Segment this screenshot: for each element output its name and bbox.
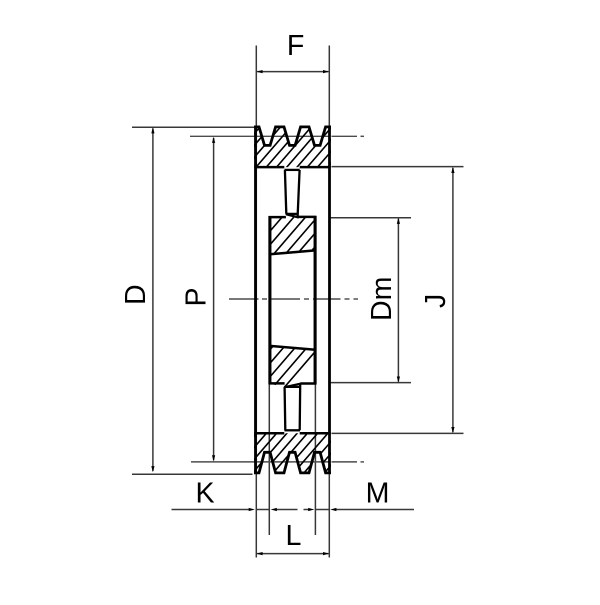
svg-text:F: F [287, 30, 304, 62]
svg-text:J: J [420, 294, 452, 308]
svg-text:P: P [180, 287, 212, 306]
svg-text:D: D [120, 284, 152, 305]
svg-text:L: L [286, 520, 302, 552]
svg-text:Dm: Dm [366, 277, 398, 321]
svg-text:K: K [195, 478, 214, 510]
svg-text:M: M [366, 477, 390, 509]
